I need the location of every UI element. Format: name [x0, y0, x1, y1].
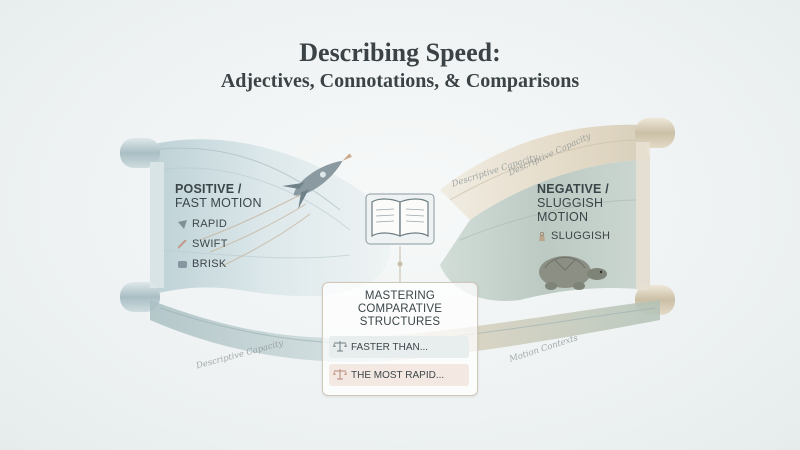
comparative-heading: MASTERING COMPARATIVE STRUCTURES [323, 290, 477, 329]
positive-item-brisk: BRISK [178, 258, 227, 270]
open-book-icon [365, 193, 435, 245]
comparative-row-label: FASTER THAN... [351, 341, 429, 353]
positive-item-label: BRISK [192, 258, 227, 270]
negative-heading-line2: SLUGGISH [537, 196, 604, 210]
negative-item-label: SLUGGISH [551, 230, 611, 242]
negative-heading-line1: NEGATIVE / [537, 182, 609, 196]
positive-item-rapid: RAPID [178, 218, 227, 230]
comparative-row-most-rapid: THE MOST RAPID... [329, 364, 469, 386]
positive-heading: POSITIVE / FAST MOTION [175, 182, 262, 210]
comparative-row-label: THE MOST RAPID... [351, 369, 445, 381]
positive-item-swift: SWIFT [177, 238, 228, 250]
rapid-bullet-icon [178, 219, 187, 229]
comparative-row-faster: FASTER THAN... [329, 336, 469, 358]
positive-heading-line1: POSITIVE / [175, 182, 242, 196]
comparative-box: MASTERING COMPARATIVE STRUCTURES FASTER … [322, 282, 478, 396]
positive-heading-line2: FAST MOTION [175, 196, 262, 210]
scale-icon [333, 368, 347, 383]
weight-bullet-icon [537, 231, 546, 241]
page-subtitle: Adjectives, Connotations, & Comparisons [220, 70, 580, 92]
negative-heading-line3: MOTION [537, 210, 589, 224]
comparative-heading-line1: MASTERING [364, 290, 436, 302]
negative-ribbon [440, 118, 675, 315]
swift-bullet-icon [177, 238, 187, 249]
negative-item-sluggish: SLUGGISH [537, 230, 610, 242]
speed-trails [199, 194, 311, 267]
negative-heading: NEGATIVE / SLUGGISH MOTION [537, 182, 609, 224]
page-title: Describing Speed: [299, 38, 501, 67]
left-top-roll [120, 138, 160, 168]
positive-item-label: RAPID [192, 218, 228, 230]
comparative-heading-line2: COMPARATIVE [357, 303, 443, 315]
scale-icon [333, 340, 347, 355]
positive-item-label: SWIFT [192, 238, 228, 250]
brisk-bullet-icon [178, 260, 187, 269]
right-top-roll [635, 118, 675, 148]
positive-ribbon [120, 138, 391, 312]
turtle-icon [539, 256, 607, 290]
comparative-heading-line3: STRUCTURES [359, 316, 441, 328]
